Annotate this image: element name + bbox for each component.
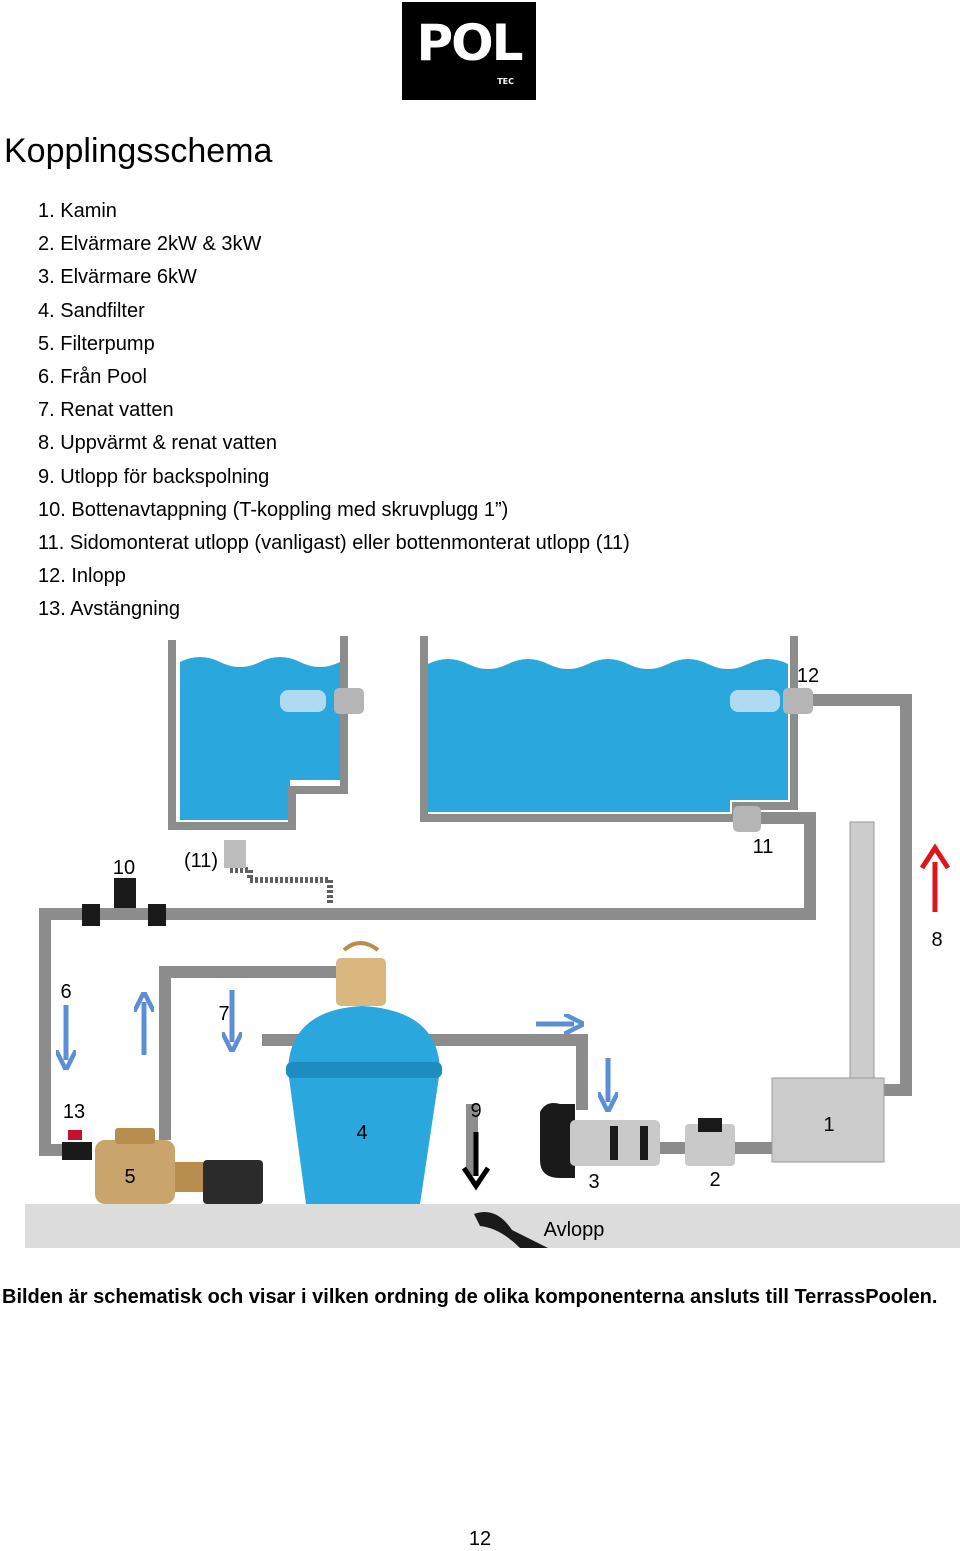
legend-item: 10. Bottenavtappning (T-koppling med skr… <box>38 498 509 521</box>
electric-heater-2-3kw <box>685 1118 735 1166</box>
legend-item: 12. Inlopp <box>38 565 126 588</box>
t-connection <box>82 878 166 926</box>
shutoff-valve <box>62 1130 92 1160</box>
legend-item: 4. Sandfilter <box>38 299 145 322</box>
legend-item: 6. Från Pool <box>38 365 147 388</box>
diagram-caption: Bilden är schematisk och visar i vilken … <box>2 1286 938 1308</box>
legend-item: 11. Sidomonterat utlopp (vanligast) elle… <box>38 531 630 554</box>
diagram-label-12: 12 <box>797 665 819 687</box>
diagram-label-1: 1 <box>823 1114 834 1136</box>
legend-item: 2. Elvärmare 2kW & 3kW <box>38 233 262 256</box>
page-title: Kopplingsschema <box>4 132 273 170</box>
side-outlet-right <box>733 806 761 832</box>
sand-filter <box>286 941 442 1204</box>
flow-arrows <box>66 990 608 1102</box>
filter-pump <box>95 1128 263 1204</box>
legend-item: 1. Kamin <box>38 200 117 222</box>
diagram-label-5: 5 <box>124 1166 135 1188</box>
diagram-label-6: 6 <box>60 981 71 1003</box>
inlet-fitting <box>783 688 813 714</box>
diagram-label-9: 9 <box>470 1100 481 1122</box>
diagram-label-7: 7 <box>218 1003 229 1025</box>
component-legend: 1. Kamin 2. Elvärmare 2kW & 3kW 3. Elvär… <box>38 198 630 629</box>
drain <box>474 1212 548 1248</box>
upper-pool-right <box>420 636 798 822</box>
legend-item: 13. Avstängning <box>38 598 180 621</box>
legend-item: 9. Utlopp för backspolning <box>38 465 270 488</box>
diagram-label-10: 10 <box>113 857 135 879</box>
bottom-outlet-fitting <box>224 840 246 868</box>
diagram-label-2: 2 <box>709 1169 720 1191</box>
logo-wordmark: POL <box>416 14 523 72</box>
legend-item: 3. Elvärmare 6kW <box>38 266 197 289</box>
legend-item: 7. Renat vatten <box>38 399 174 422</box>
side-outlet-left <box>334 688 364 714</box>
electric-heater-6kw <box>540 1103 660 1178</box>
heated-flow-arrow-up-icon <box>919 843 951 912</box>
connection-diagram: 12 10 (11) 11 8 6 7 13 9 4 1 5 3 2 Avlop… <box>25 636 960 1248</box>
diagram-label-3: 3 <box>588 1171 599 1193</box>
diagram-label-11: 11 <box>753 836 774 858</box>
diagram-label-4: 4 <box>356 1122 367 1144</box>
diagram-label-13: 13 <box>63 1101 85 1123</box>
backwash-arrow-down-icon <box>461 1132 491 1191</box>
legend-item: 5. Filterpump <box>38 332 155 355</box>
poltec-logo: POL TEC <box>402 2 536 100</box>
upper-pool-left <box>168 636 348 830</box>
page-number: 12 <box>468 1528 492 1550</box>
legend-item: 8. Uppvärmt & renat vatten <box>38 432 278 455</box>
diagram-label-8: 8 <box>931 929 942 951</box>
bottom-outlet-pipe <box>230 867 333 905</box>
diagram-label-11-bottom: (11) <box>184 850 218 872</box>
logo-subtext: TEC <box>497 77 514 86</box>
stove <box>771 821 885 1163</box>
diagram-label-avlopp: Avlopp <box>544 1219 605 1241</box>
